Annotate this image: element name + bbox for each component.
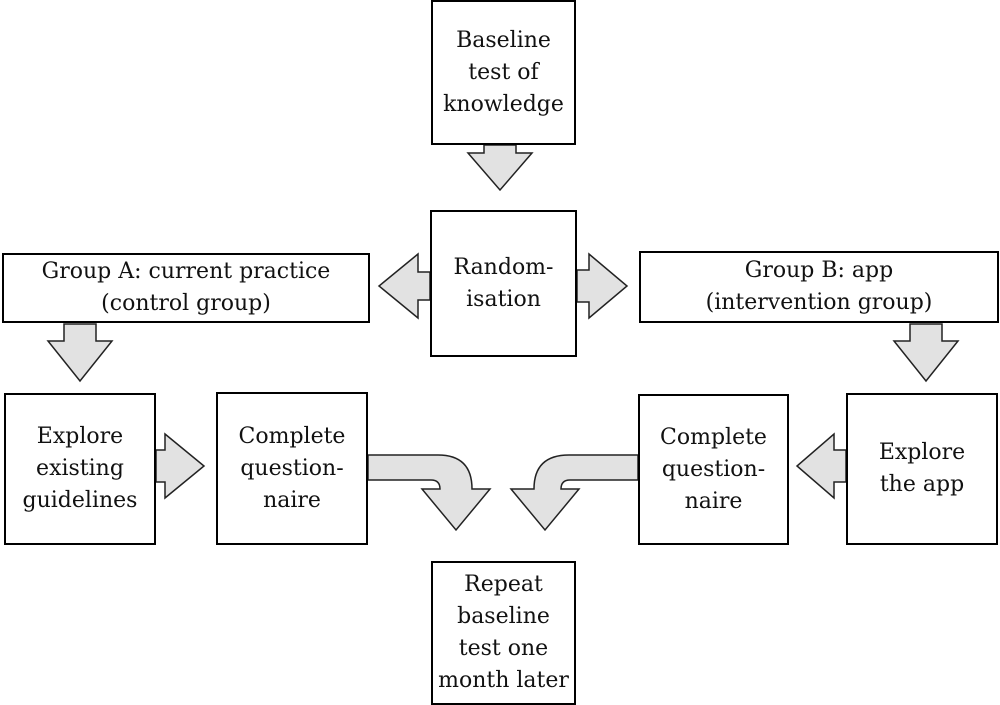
- group-b-box: Group B: app (intervention group): [639, 251, 999, 323]
- arrow-group-b-to-explore-app: [892, 323, 960, 383]
- arrow-explore-guidelines-to-questionnaire-a: [155, 432, 206, 500]
- baseline-test-box: Baseline test of knowledge: [431, 0, 576, 145]
- randomisation-label: Random- isation: [453, 254, 554, 312]
- randomisation-box: Random- isation: [430, 210, 577, 357]
- questionnaire-b-box: Complete question- naire: [638, 394, 789, 545]
- explore-guidelines-label: Explore existing guidelines: [22, 424, 138, 513]
- arrow-randomisation-to-group-a: [377, 252, 431, 320]
- group-b-label: Group B: app (intervention group): [705, 258, 933, 315]
- explore-guidelines-box: Explore existing guidelines: [4, 393, 156, 545]
- arrow-group-a-to-explore-guidelines: [46, 323, 114, 383]
- arrow-randomisation-to-group-b: [576, 252, 629, 320]
- arrow-questionnaire-a-to-repeat-test: [367, 454, 492, 532]
- questionnaire-a-box: Complete question- naire: [216, 392, 368, 545]
- arrow-baseline-to-randomisation: [466, 144, 534, 192]
- group-a-box: Group A: current practice (control group…: [2, 253, 370, 323]
- arrow-questionnaire-b-to-repeat-test: [509, 454, 639, 532]
- repeat-test-box: Repeat baseline test one month later: [431, 561, 576, 705]
- questionnaire-a-label: Complete question- naire: [238, 423, 346, 513]
- baseline-test-label: Baseline test of knowledge: [443, 27, 564, 117]
- questionnaire-b-label: Complete question- naire: [660, 424, 767, 514]
- explore-app-box: Explore the app: [846, 393, 998, 545]
- explore-app-label: Explore the app: [878, 440, 966, 497]
- repeat-test-label: Repeat baseline test one month later: [438, 572, 569, 693]
- arrow-explore-app-to-questionnaire-b: [795, 432, 847, 500]
- group-a-label: Group A: current practice (control group…: [41, 259, 331, 316]
